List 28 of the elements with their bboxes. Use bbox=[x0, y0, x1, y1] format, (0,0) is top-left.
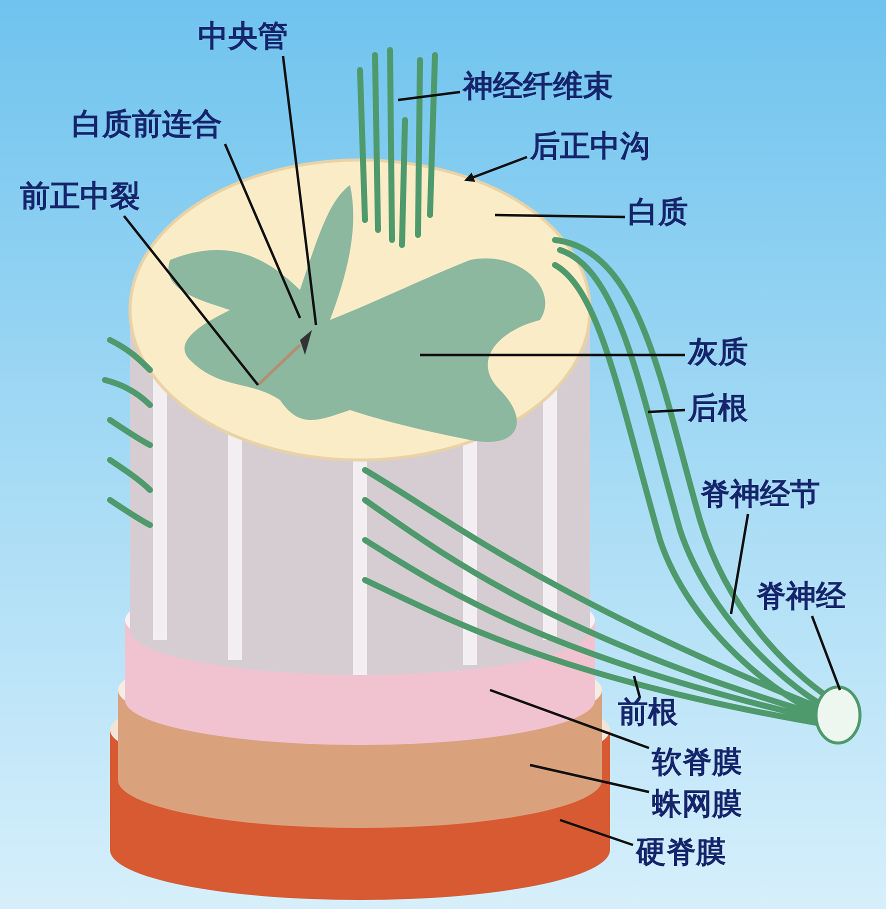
leader-line bbox=[810, 616, 842, 690]
leader-line bbox=[530, 764, 650, 794]
part-label: 白质 bbox=[628, 196, 688, 229]
leader-line bbox=[398, 90, 460, 102]
part-label: 硬脊膜 bbox=[636, 836, 726, 869]
part-label: 软脊膜 bbox=[652, 746, 742, 779]
leader-line bbox=[494, 214, 626, 218]
leader-line bbox=[648, 408, 686, 414]
part-label: 后根 bbox=[688, 392, 748, 425]
part-label: 前根 bbox=[618, 696, 678, 729]
leader-line bbox=[632, 676, 642, 698]
leader-line bbox=[560, 818, 634, 846]
part-label: 神经纤维束 bbox=[463, 70, 613, 103]
leader-line bbox=[730, 514, 750, 614]
part-label: 脊神经节 bbox=[700, 478, 820, 511]
part-label: 后正中沟 bbox=[530, 130, 650, 163]
part-label: 前正中裂 bbox=[20, 180, 140, 213]
part-label: 脊神经 bbox=[756, 580, 846, 613]
leader-line bbox=[420, 354, 685, 356]
part-label: 中央管 bbox=[198, 20, 288, 53]
leader-line bbox=[224, 144, 302, 318]
leader-line bbox=[490, 688, 650, 750]
leader-line bbox=[282, 56, 318, 326]
part-label: 灰质 bbox=[688, 336, 748, 369]
part-label: 白质前连合 bbox=[72, 108, 222, 141]
part-label: 蛛网膜 bbox=[652, 788, 742, 821]
leader-line bbox=[123, 215, 259, 386]
leader-arrow bbox=[464, 156, 528, 182]
